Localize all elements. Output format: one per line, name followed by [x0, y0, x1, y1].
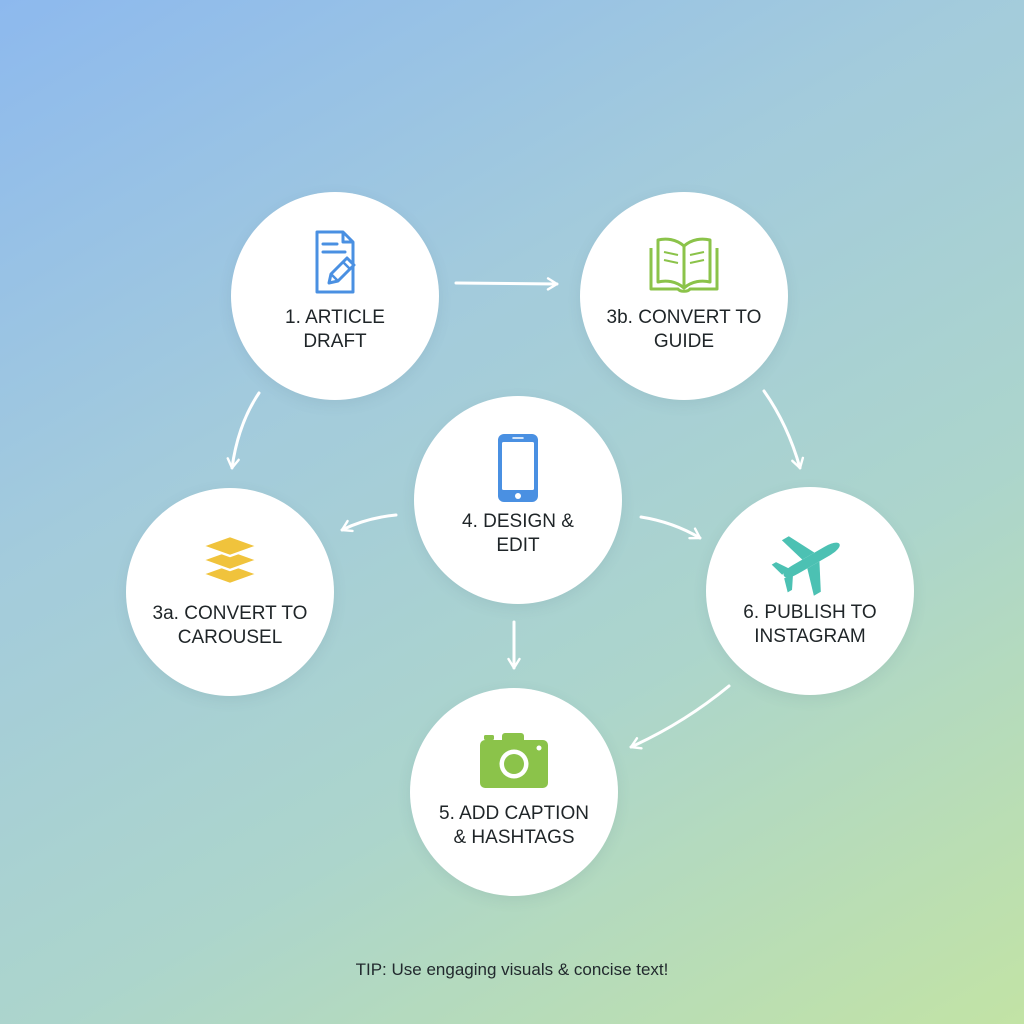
node-label: 3a. CONVERT TO CAROUSEL: [152, 603, 308, 648]
node-label: 3b. CONVERT TO GUIDE: [606, 307, 762, 352]
node-publish-instagram: 6. PUBLISH TO INSTAGRAM: [706, 487, 914, 695]
arrow-design-to-carousel: [340, 513, 398, 533]
arrow-article-to-carousel: [226, 391, 261, 470]
node-convert-guide: 3b. CONVERT TO GUIDE: [580, 192, 788, 400]
node-design-edit: 4. DESIGN & EDIT: [414, 396, 622, 604]
arrow-guide-to-instagram: [762, 389, 805, 470]
arrow-instagram-to-caption: [629, 684, 731, 750]
node-caption-hashtags: 5. ADD CAPTION & HASHTAGS: [410, 688, 618, 896]
node-convert-carousel: 3a. CONVERT TO CAROUSEL: [126, 488, 334, 696]
camera-icon: [472, 724, 556, 798]
smartphone-icon: [476, 432, 560, 506]
node-label: 4. DESIGN & EDIT: [462, 511, 574, 556]
arrow-article-to-guide: [454, 277, 559, 291]
tip-text: TIP: Use engaging visuals & concise text…: [355, 960, 669, 979]
node-label: 5. ADD CAPTION & HASHTAGS: [439, 803, 589, 848]
layers-icon: [188, 524, 272, 598]
node-label: 1. ARTICLE DRAFT: [285, 307, 385, 352]
document-edit-icon: [293, 228, 377, 302]
airplane-icon: [768, 523, 852, 597]
open-book-icon: [642, 228, 726, 302]
node-article-draft: 1. ARTICLE DRAFT: [231, 192, 439, 400]
arrow-design-to-instagram: [639, 515, 702, 540]
node-label: 6. PUBLISH TO INSTAGRAM: [743, 602, 877, 647]
